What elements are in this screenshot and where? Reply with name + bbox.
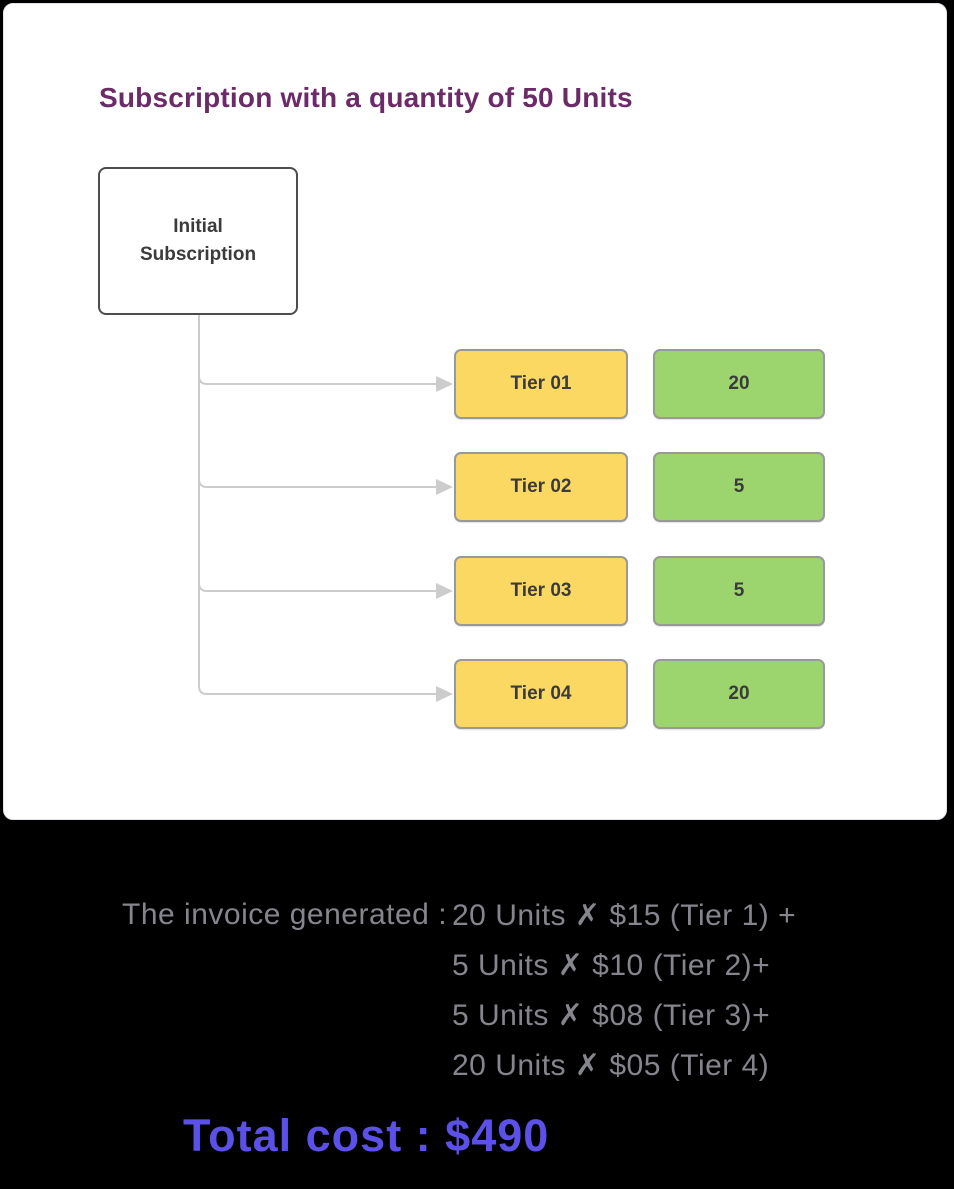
tier-box: Tier 03 xyxy=(454,556,628,626)
tier-row: Tier 03 5 xyxy=(454,556,825,626)
invoice-line: 20 Units ✗ $15 (Tier 1) + xyxy=(452,899,797,932)
invoice-line: 5 Units ✗ $08 (Tier 3)+ xyxy=(452,999,771,1032)
initial-subscription-node: Initial Subscription xyxy=(98,167,298,315)
invoice-prefix: The invoice generated : xyxy=(122,898,448,931)
tier-row: Tier 01 20 xyxy=(454,349,825,419)
quantity-box: 20 xyxy=(653,659,825,729)
arrow-right-icon xyxy=(436,686,453,702)
invoice-line: 5 Units ✗ $10 (Tier 2)+ xyxy=(452,949,771,982)
quantity-box: 5 xyxy=(653,452,825,522)
tier-box: Tier 01 xyxy=(454,349,628,419)
arrow-right-icon xyxy=(436,583,453,599)
quantity-box: 20 xyxy=(653,349,825,419)
arrow-right-icon xyxy=(436,479,453,495)
initial-subscription-label: Initial Subscription xyxy=(139,216,257,265)
arrow-right-icon xyxy=(436,376,453,392)
diagram-card: Subscription with a quantity of 50 Units… xyxy=(3,3,947,820)
total-cost-note: Total cost : $490 xyxy=(183,1110,550,1161)
diagram-title: Subscription with a quantity of 50 Units xyxy=(99,82,633,113)
invoice-line: 20 Units ✗ $05 (Tier 4) xyxy=(452,1049,770,1082)
connector-branch-1 xyxy=(198,375,436,385)
tier-row: Tier 02 5 xyxy=(454,452,825,522)
tier-row: Tier 04 20 xyxy=(454,659,825,729)
tier-box: Tier 02 xyxy=(454,452,628,522)
tier-box: Tier 04 xyxy=(454,659,628,729)
quantity-box: 5 xyxy=(653,556,825,626)
connector-branch-2 xyxy=(198,478,436,488)
connector-branch-3 xyxy=(198,582,436,592)
connector-trunk xyxy=(198,315,436,695)
